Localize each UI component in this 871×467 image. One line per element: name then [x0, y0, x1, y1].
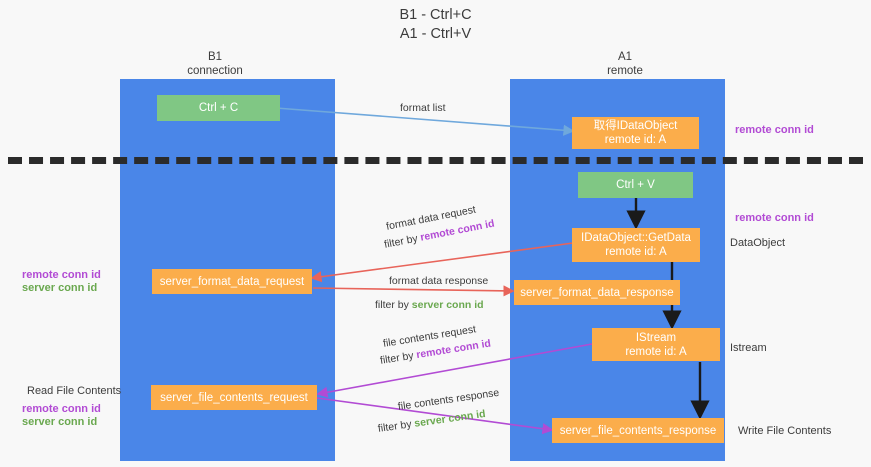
- diagram-title: B1 - Ctrl+C A1 - Ctrl+V: [399, 7, 472, 42]
- node-ctrl-c[interactable]: Ctrl + C: [157, 95, 280, 121]
- filter-key-server-2: server conn id: [413, 407, 487, 430]
- annotation-left-server-conn-id-mid: server conn id: [22, 282, 98, 294]
- filter-prefix-4: filter by: [377, 417, 416, 435]
- annotation-istream: Istream: [730, 342, 767, 354]
- annotation-remote-conn-id-top: remote conn id: [735, 124, 814, 136]
- node-ctrl-v[interactable]: Ctrl + V: [578, 172, 693, 198]
- filter-prefix-1: filter by: [383, 231, 422, 251]
- edge-label-format-list: format list: [400, 102, 446, 114]
- node-server-file-contents-response[interactable]: server_file_contents_response: [552, 418, 724, 443]
- annotation-read-file-contents: Read File Contents: [27, 385, 122, 397]
- filter-key-server-1: server conn id: [411, 299, 484, 311]
- column-header-a1: A1 remote: [607, 51, 643, 77]
- edge-label-filter-by-server-conn-id-2: filter by server conn id: [377, 407, 486, 436]
- node-get-idataobject[interactable]: 取得IDataObject remote id: A: [572, 117, 699, 149]
- filter-prefix-3: filter by: [379, 349, 418, 367]
- node-istream[interactable]: IStream remote id: A: [592, 328, 720, 361]
- node-server-format-data-request[interactable]: server_format_data_request: [152, 269, 312, 294]
- annotation-remote-conn-id-mid: remote conn id: [735, 212, 814, 224]
- phase-divider: [8, 157, 863, 164]
- node-idataobject-getdata[interactable]: IDataObject::GetData remote id: A: [572, 228, 700, 262]
- edge-label-format-data-response: format data response: [389, 275, 489, 287]
- filter-prefix-2: filter by: [375, 299, 412, 311]
- annotation-left-remote-conn-id-low: remote conn id: [22, 403, 101, 415]
- annotation-write-file-contents: Write File Contents: [738, 425, 832, 437]
- node-server-file-contents-request[interactable]: server_file_contents_request: [151, 385, 317, 410]
- annotation-left-remote-conn-id-mid: remote conn id: [22, 269, 101, 281]
- edge-label-filter-by-server-conn-id-1: filter by server conn id: [375, 298, 484, 312]
- column-header-b1: B1 connection: [187, 51, 243, 77]
- annotation-left-server-conn-id-low: server conn id: [22, 416, 98, 428]
- node-server-format-data-response[interactable]: server_format_data_response: [514, 280, 680, 305]
- annotation-dataobject: DataObject: [730, 237, 786, 249]
